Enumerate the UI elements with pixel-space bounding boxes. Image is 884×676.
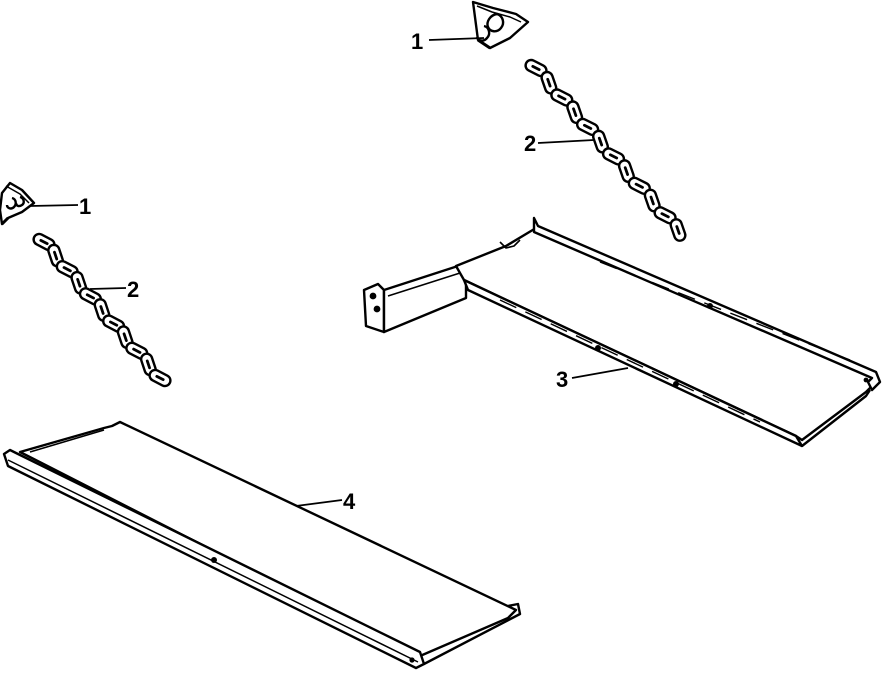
leader-bracket-upper (428, 37, 485, 41)
chain-upper (522, 56, 689, 244)
chain-lower (30, 230, 174, 390)
leader-chain-upper (537, 139, 595, 144)
chain-link (667, 216, 689, 244)
chain-lower-links (30, 230, 174, 390)
leader-bracket-lower (29, 204, 79, 207)
leader-tray-upper (571, 367, 629, 379)
leader-tray-lower (295, 499, 343, 507)
tray-upper (362, 216, 882, 448)
leader-lines (29, 37, 629, 507)
chain-link (146, 366, 174, 390)
leader-chain-lower (89, 287, 127, 290)
bracket-lower (0, 181, 36, 226)
bracket-upper (471, 0, 530, 50)
callout-tray-upper: 3 (556, 367, 568, 392)
callout-tray-lower: 4 (343, 489, 356, 514)
callout-bracket-upper: 1 (411, 29, 423, 54)
chain-upper-links (522, 56, 689, 244)
tray-lower (2, 420, 522, 670)
callout-chain-upper: 2 (524, 131, 536, 156)
callout-chain-lower: 2 (127, 277, 139, 302)
callout-bracket-lower: 1 (79, 194, 91, 219)
